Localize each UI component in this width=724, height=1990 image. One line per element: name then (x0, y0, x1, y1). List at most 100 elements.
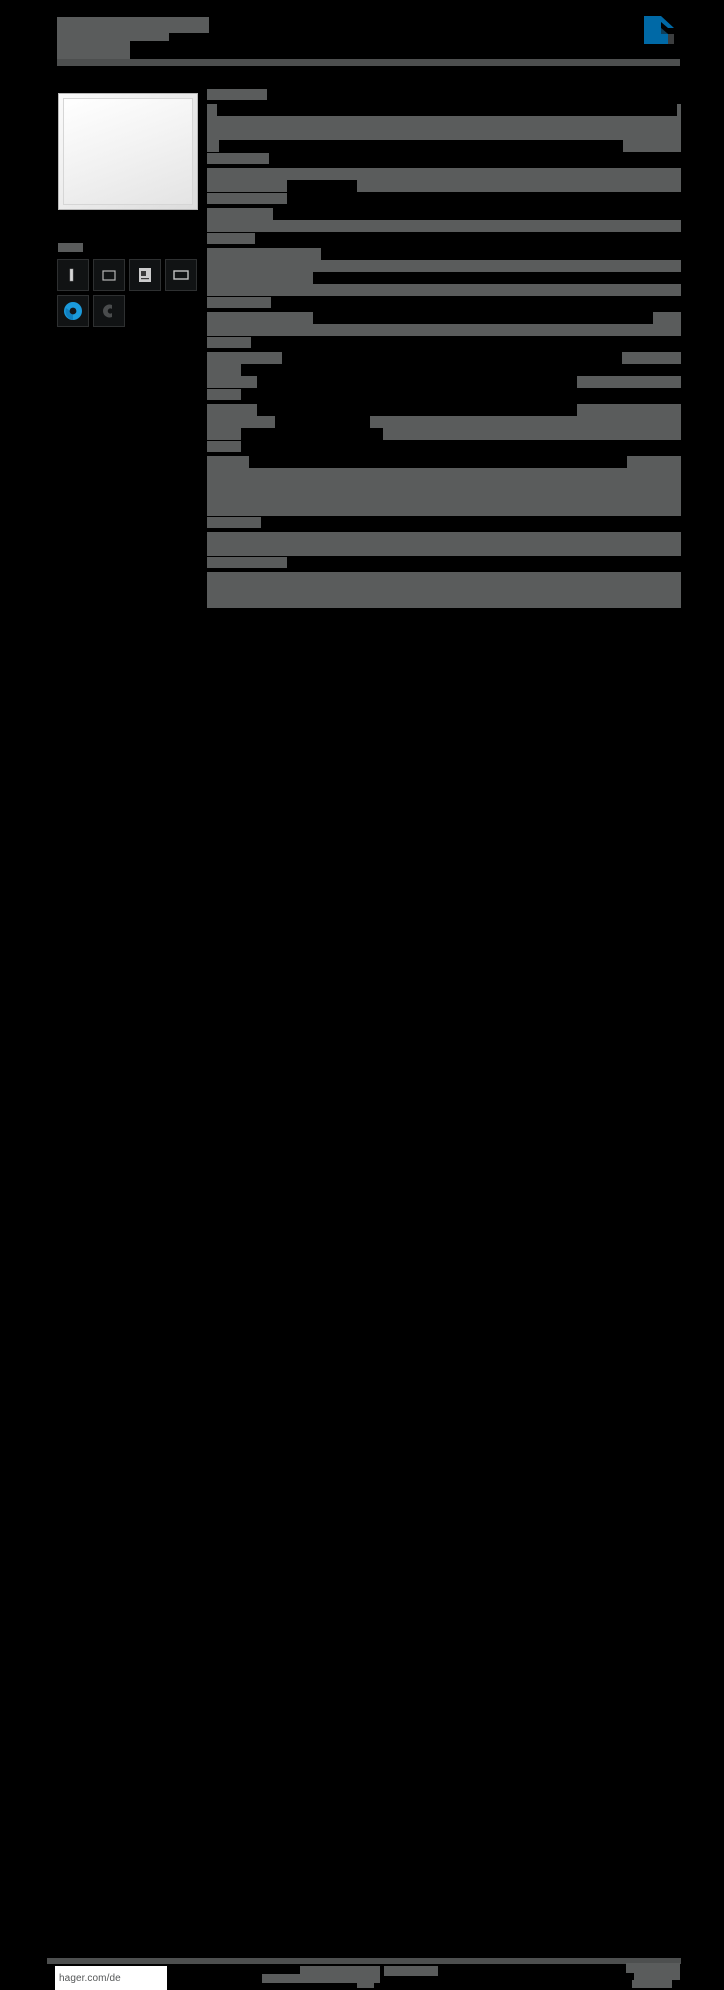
spec-row (207, 312, 681, 324)
spec-row (207, 404, 681, 416)
spec-row (207, 272, 681, 284)
spec-group (207, 88, 681, 152)
spec-row (207, 468, 681, 480)
header-title-line-2 (57, 31, 169, 41)
spec-row (207, 168, 681, 180)
header-divider (57, 59, 680, 66)
spec-group (207, 232, 681, 296)
spec-group (207, 152, 681, 192)
product-photo-inner (63, 98, 193, 205)
thumbnail-dimension-drawing[interactable] (57, 259, 89, 291)
thumbnail-certificate[interactable] (129, 259, 161, 291)
spec-row (207, 456, 681, 468)
page-header (0, 0, 724, 76)
spec-row (207, 416, 681, 428)
footer-url[interactable]: hager.com/de (55, 1966, 167, 1990)
spec-row-value (273, 208, 681, 220)
spec-group-title (207, 440, 681, 453)
spec-group-body (207, 404, 681, 440)
spec-row-value (241, 364, 681, 376)
specification-table (207, 88, 681, 608)
hager-logo (640, 12, 680, 48)
spec-row (207, 544, 681, 556)
spec-group-title (207, 388, 681, 401)
spec-group-body (207, 572, 681, 608)
spec-group (207, 440, 681, 516)
page-footer: hager.com/de (0, 978, 724, 1990)
spec-group-title (207, 152, 681, 165)
spec-group (207, 296, 681, 336)
thumbnail-row-1 (57, 259, 205, 291)
thumbnail-wiring-diagram[interactable] (93, 259, 125, 291)
spec-group (207, 516, 681, 556)
spec-group-body (207, 248, 681, 296)
spec-row-value (282, 352, 622, 364)
spec-row (207, 480, 681, 492)
spec-group-title (207, 88, 681, 101)
spec-row (207, 428, 681, 440)
spec-row-value (275, 416, 370, 428)
footer-right-line-2 (634, 1971, 680, 1980)
header-title-line-1 (57, 17, 209, 33)
thumbnails-label (58, 243, 83, 252)
header-subtitle (57, 41, 130, 59)
thumbnail-front-view[interactable] (165, 259, 197, 291)
spec-row-value (257, 404, 577, 416)
spec-row-value (249, 456, 627, 468)
spec-row-value (219, 140, 623, 152)
spec-row (207, 208, 681, 220)
spec-row-value (241, 428, 383, 440)
spec-row (207, 364, 681, 376)
footer-divider (47, 1958, 681, 1964)
spec-group-body (207, 456, 681, 516)
thumbnail-3d-model[interactable] (57, 295, 89, 327)
spec-row-value (217, 104, 677, 116)
thumbnail-gallery-more[interactable] (93, 295, 125, 327)
spec-row (207, 572, 681, 584)
spec-row (207, 260, 681, 272)
spec-group-title (207, 516, 681, 529)
spec-row (207, 128, 681, 140)
footer-page-number (357, 1981, 374, 1988)
thumbnail-gallery (57, 259, 205, 331)
spec-group-body (207, 104, 681, 152)
spec-row (207, 596, 681, 608)
spec-group-title (207, 192, 681, 205)
spec-row (207, 116, 681, 128)
spec-row (207, 352, 681, 364)
footer-center-line-3 (384, 1966, 438, 1976)
spec-group-title (207, 232, 681, 245)
spec-row-value (287, 180, 357, 192)
spec-row (207, 504, 681, 516)
spec-row (207, 492, 681, 504)
spec-group-title (207, 336, 681, 349)
spec-row (207, 376, 681, 388)
spec-row-value (257, 376, 577, 388)
spec-row-value (321, 248, 681, 260)
spec-group (207, 192, 681, 232)
spec-group-body (207, 352, 681, 388)
spec-group (207, 336, 681, 388)
spec-group (207, 556, 681, 608)
product-photo (58, 93, 198, 210)
spec-row (207, 284, 681, 296)
spec-row (207, 104, 681, 116)
thumbnail-row-2 (57, 295, 205, 327)
spec-group (207, 388, 681, 440)
spec-group-title (207, 296, 681, 309)
spec-group-title (207, 556, 681, 569)
spec-row (207, 140, 681, 152)
spec-group-body (207, 208, 681, 232)
spec-row (207, 584, 681, 596)
spec-row (207, 248, 681, 260)
spec-row-value (313, 312, 653, 324)
spec-group-body (207, 312, 681, 336)
spec-row (207, 180, 681, 192)
spec-group-body (207, 168, 681, 192)
spec-group-body (207, 532, 681, 556)
spec-row (207, 220, 681, 232)
spec-row (207, 532, 681, 544)
footer-right-line-3 (632, 1980, 672, 1988)
spec-row-value (313, 272, 681, 284)
